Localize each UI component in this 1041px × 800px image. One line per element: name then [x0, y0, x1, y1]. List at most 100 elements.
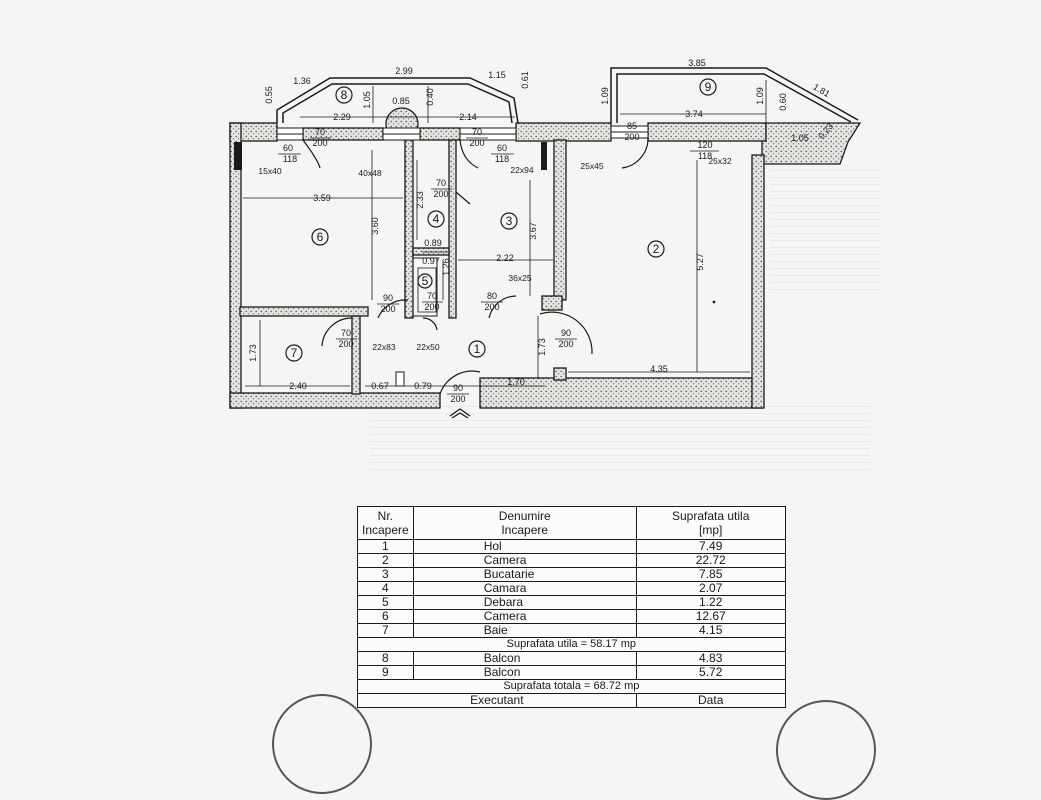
dim-label: 0.67 — [371, 381, 389, 391]
dim-label: 1.73 — [248, 344, 258, 362]
room-number: 4 — [433, 212, 440, 226]
room-nr: 8 — [357, 651, 414, 666]
duct-size: 22x94 — [510, 165, 533, 175]
useful-total: Suprafata utila = 58.17 mp — [357, 637, 786, 652]
dim-label: 2.29 — [333, 112, 351, 122]
opening-width: 90 — [383, 293, 393, 303]
dim-label: 1.81 — [811, 82, 831, 99]
room-area: 1.22 — [635, 595, 786, 610]
room-number: 1 — [474, 342, 481, 356]
background-text-ghost — [770, 170, 880, 290]
opening-height: 200 — [484, 302, 499, 312]
date-label: Data — [635, 693, 786, 708]
duct-size: 22x83 — [372, 342, 395, 352]
opening-width: 70 — [315, 127, 325, 137]
dimension-labels: 0.55 1.36 2.99 1.15 0.61 1.05 0.85 0.40 … — [248, 58, 835, 391]
opening-height: 118 — [283, 154, 297, 164]
opening-height: 200 — [424, 302, 439, 312]
room-number: 6 — [317, 230, 324, 244]
dim-label: 0.55 — [264, 86, 274, 104]
dim-label: 1.09 — [755, 87, 765, 105]
dim-label: 3.67 — [528, 222, 538, 240]
header-nr: Nr. Incapere — [357, 506, 414, 540]
table-header-row: Nr. Incapere Denumire Incapere Suprafata… — [357, 506, 786, 540]
dim-label: 0.60 — [778, 93, 788, 111]
room-name: Debara — [412, 595, 637, 610]
dim-label: 1.05 — [362, 91, 372, 109]
room-nr: 3 — [357, 567, 414, 582]
closet-frame — [412, 257, 438, 317]
room-markers — [285, 78, 717, 362]
opening-height: 200 — [450, 394, 465, 404]
dim-label: 0.97 — [422, 256, 440, 266]
duct-size: 36x25 — [508, 273, 531, 283]
grand-total: Suprafata totala = 68.72 mp — [357, 679, 786, 694]
useful-total-row: Suprafata utila = 58.17 mp — [357, 637, 786, 652]
duct-size: 22x50 — [416, 342, 439, 352]
dim-label: 4.35 — [650, 364, 668, 374]
dim-label: 0.40 — [425, 88, 435, 106]
room-area: 5.72 — [635, 665, 786, 680]
room-nr: 9 — [357, 665, 414, 680]
room-nr: 6 — [357, 609, 414, 624]
room-number-labels: 1 2 3 4 5 6 7 8 9 — [291, 80, 712, 360]
dim-label: 0.61 — [520, 71, 530, 89]
duct-size: 25x45 — [580, 161, 603, 171]
room-nr: 1 — [357, 539, 414, 554]
room-name: Balcon — [412, 665, 637, 680]
room-number: 9 — [705, 80, 712, 94]
dim-label: 3.85 — [688, 58, 706, 68]
opening-width: 70 — [472, 127, 482, 137]
opening-height: 200 — [624, 132, 639, 142]
dim-label: 2.33 — [415, 191, 425, 209]
opening-width: 60 — [497, 143, 507, 153]
opening-height: 200 — [558, 339, 573, 349]
opening-width: 70 — [427, 291, 437, 301]
room-name: Balcon — [412, 651, 637, 666]
room-nr: 7 — [357, 623, 414, 638]
grand-total-row: Suprafata totala = 68.72 mp — [357, 679, 786, 694]
center-point — [712, 300, 716, 304]
room-area: 4.15 — [635, 623, 786, 638]
duct-size: 25x32 — [708, 156, 731, 166]
door-swings — [302, 139, 649, 395]
dim-label: 0.85 — [392, 96, 410, 106]
header-name: Denumire Incapere — [412, 506, 637, 540]
room-name: Camera — [412, 609, 637, 624]
dim-label: 3.60 — [370, 217, 380, 235]
opening-height: 118 — [495, 154, 509, 164]
opening-height: 200 — [433, 189, 448, 199]
background-text-ghost — [370, 400, 870, 470]
dim-label: 0.79 — [414, 381, 432, 391]
dim-label: 2.22 — [496, 253, 514, 263]
room-number: 5 — [422, 274, 429, 288]
opening-width: 60 — [283, 143, 293, 153]
opening-labels: 60 118 70 200 70 200 60 118 85 200 120 1… — [278, 121, 719, 404]
dim-label: 1.73 — [537, 338, 547, 356]
opening-width: 85 — [627, 121, 637, 131]
dim-label: 1.09 — [600, 87, 610, 105]
opening-height: 200 — [338, 339, 353, 349]
floor-plan: 1 2 3 4 5 6 7 8 9 0.55 1.36 2.99 1.15 0.… — [229, 58, 862, 419]
room-name: Camara — [412, 581, 637, 596]
room-number: 7 — [291, 346, 298, 360]
opening-width: 90 — [561, 328, 571, 338]
dim-label: 1.70 — [507, 377, 525, 387]
dim-label: 1.15 — [488, 70, 506, 80]
room-schedule-table: Nr. Incapere Denumire Incapere Suprafata… — [357, 506, 786, 708]
room-nr: 5 — [357, 595, 414, 610]
dim-label: 2.99 — [395, 66, 413, 76]
room-area: 7.85 — [635, 567, 786, 582]
closet-inner — [417, 267, 437, 313]
opening-width: 90 — [453, 383, 463, 393]
walls — [229, 107, 862, 409]
opening-width: 120 — [697, 140, 712, 150]
